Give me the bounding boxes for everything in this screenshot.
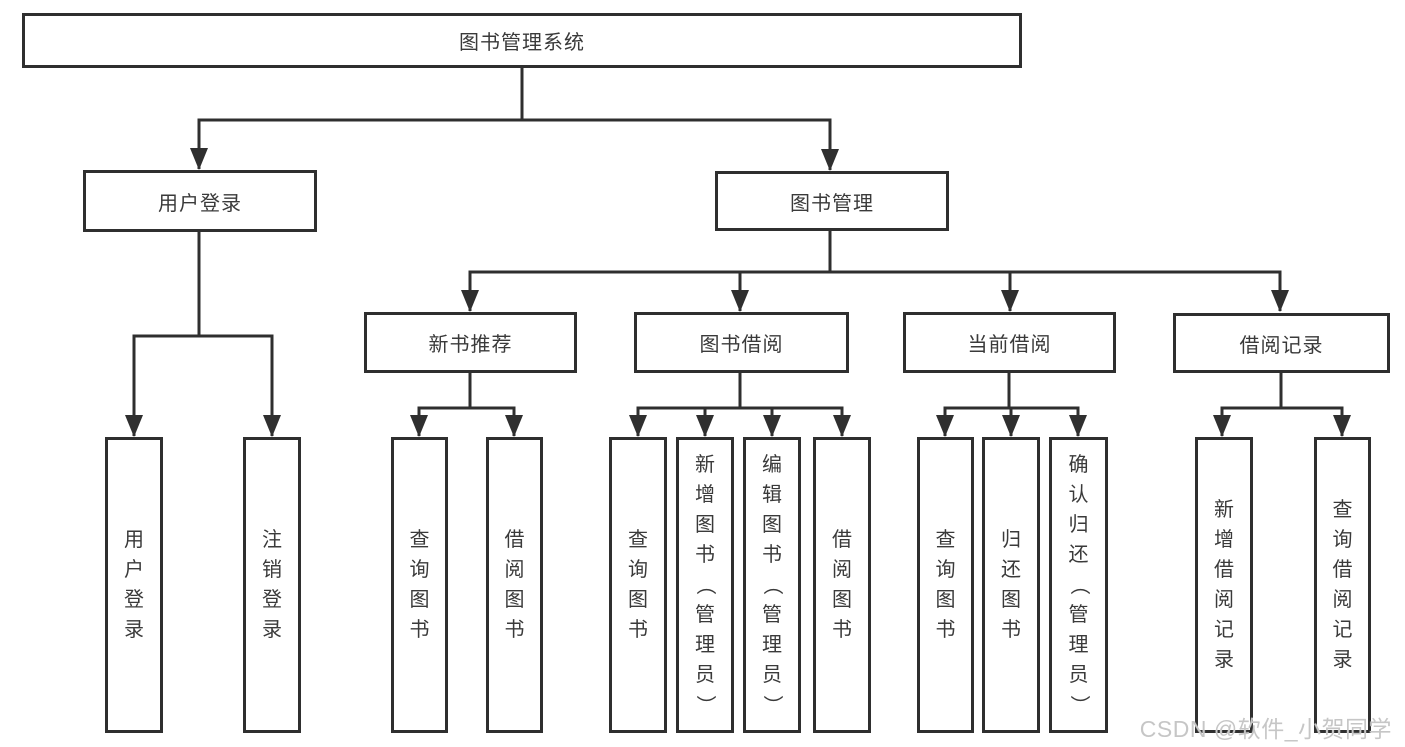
leaf-edit-book-admin-label: 编辑图书（管理员） <box>761 454 783 715</box>
leaf-add-book-admin-label: 新增图书（管理员） <box>694 454 716 715</box>
node-root: 图书管理系统 <box>22 13 1022 68</box>
leaf-query-books-2: 查询图书 <box>609 437 667 733</box>
leaf-return-books: 归还图书 <box>982 437 1040 733</box>
leaf-confirm-return-admin: 确认归还（管理员） <box>1049 437 1108 733</box>
leaf-borrow-books-1: 借阅图书 <box>486 437 543 733</box>
leaf-add-book-admin: 新增图书（管理员） <box>676 437 734 733</box>
leaf-confirm-return-admin-label: 确认归还（管理员） <box>1067 454 1090 715</box>
leaf-borrow-books-2-label: 借阅图书 <box>832 529 852 641</box>
leaf-query-books-3-label: 查询图书 <box>935 529 956 641</box>
node-book-borrowing: 图书借阅 <box>634 312 849 373</box>
leaf-borrow-books-2: 借阅图书 <box>813 437 871 733</box>
leaf-logout-label: 注销登录 <box>262 529 282 641</box>
leaf-edit-book-admin: 编辑图书（管理员） <box>743 437 801 733</box>
leaf-query-books-2-label: 查询图书 <box>628 529 648 641</box>
leaf-query-books-1: 查询图书 <box>391 437 448 733</box>
node-book-management: 图书管理 <box>715 171 949 231</box>
connector-trunks <box>132 65 1344 410</box>
leaf-query-borrow-record: 查询借阅记录 <box>1314 437 1371 733</box>
node-borrowing-records: 借阅记录 <box>1173 313 1390 373</box>
connector-arrows <box>125 120 1351 437</box>
leaf-user-login-label: 用户登录 <box>124 529 144 641</box>
leaf-query-books-1-label: 查询图书 <box>409 529 430 641</box>
leaf-user-login: 用户登录 <box>105 437 163 733</box>
leaf-add-borrow-record: 新增借阅记录 <box>1195 437 1253 733</box>
node-current-borrowing: 当前借阅 <box>903 312 1116 373</box>
leaf-logout: 注销登录 <box>243 437 301 733</box>
node-new-book-recommend: 新书推荐 <box>364 312 577 373</box>
leaf-add-borrow-record-label: 新增借阅记录 <box>1214 499 1234 671</box>
leaf-query-books-3: 查询图书 <box>917 437 974 733</box>
leaf-return-books-label: 归还图书 <box>1001 529 1021 641</box>
node-user-login: 用户登录 <box>83 170 317 232</box>
leaf-query-borrow-record-label: 查询借阅记录 <box>1332 499 1353 671</box>
leaf-borrow-books-1-label: 借阅图书 <box>504 529 525 641</box>
csdn-watermark: CSDN @软件_小贺同学 <box>1139 716 1392 742</box>
